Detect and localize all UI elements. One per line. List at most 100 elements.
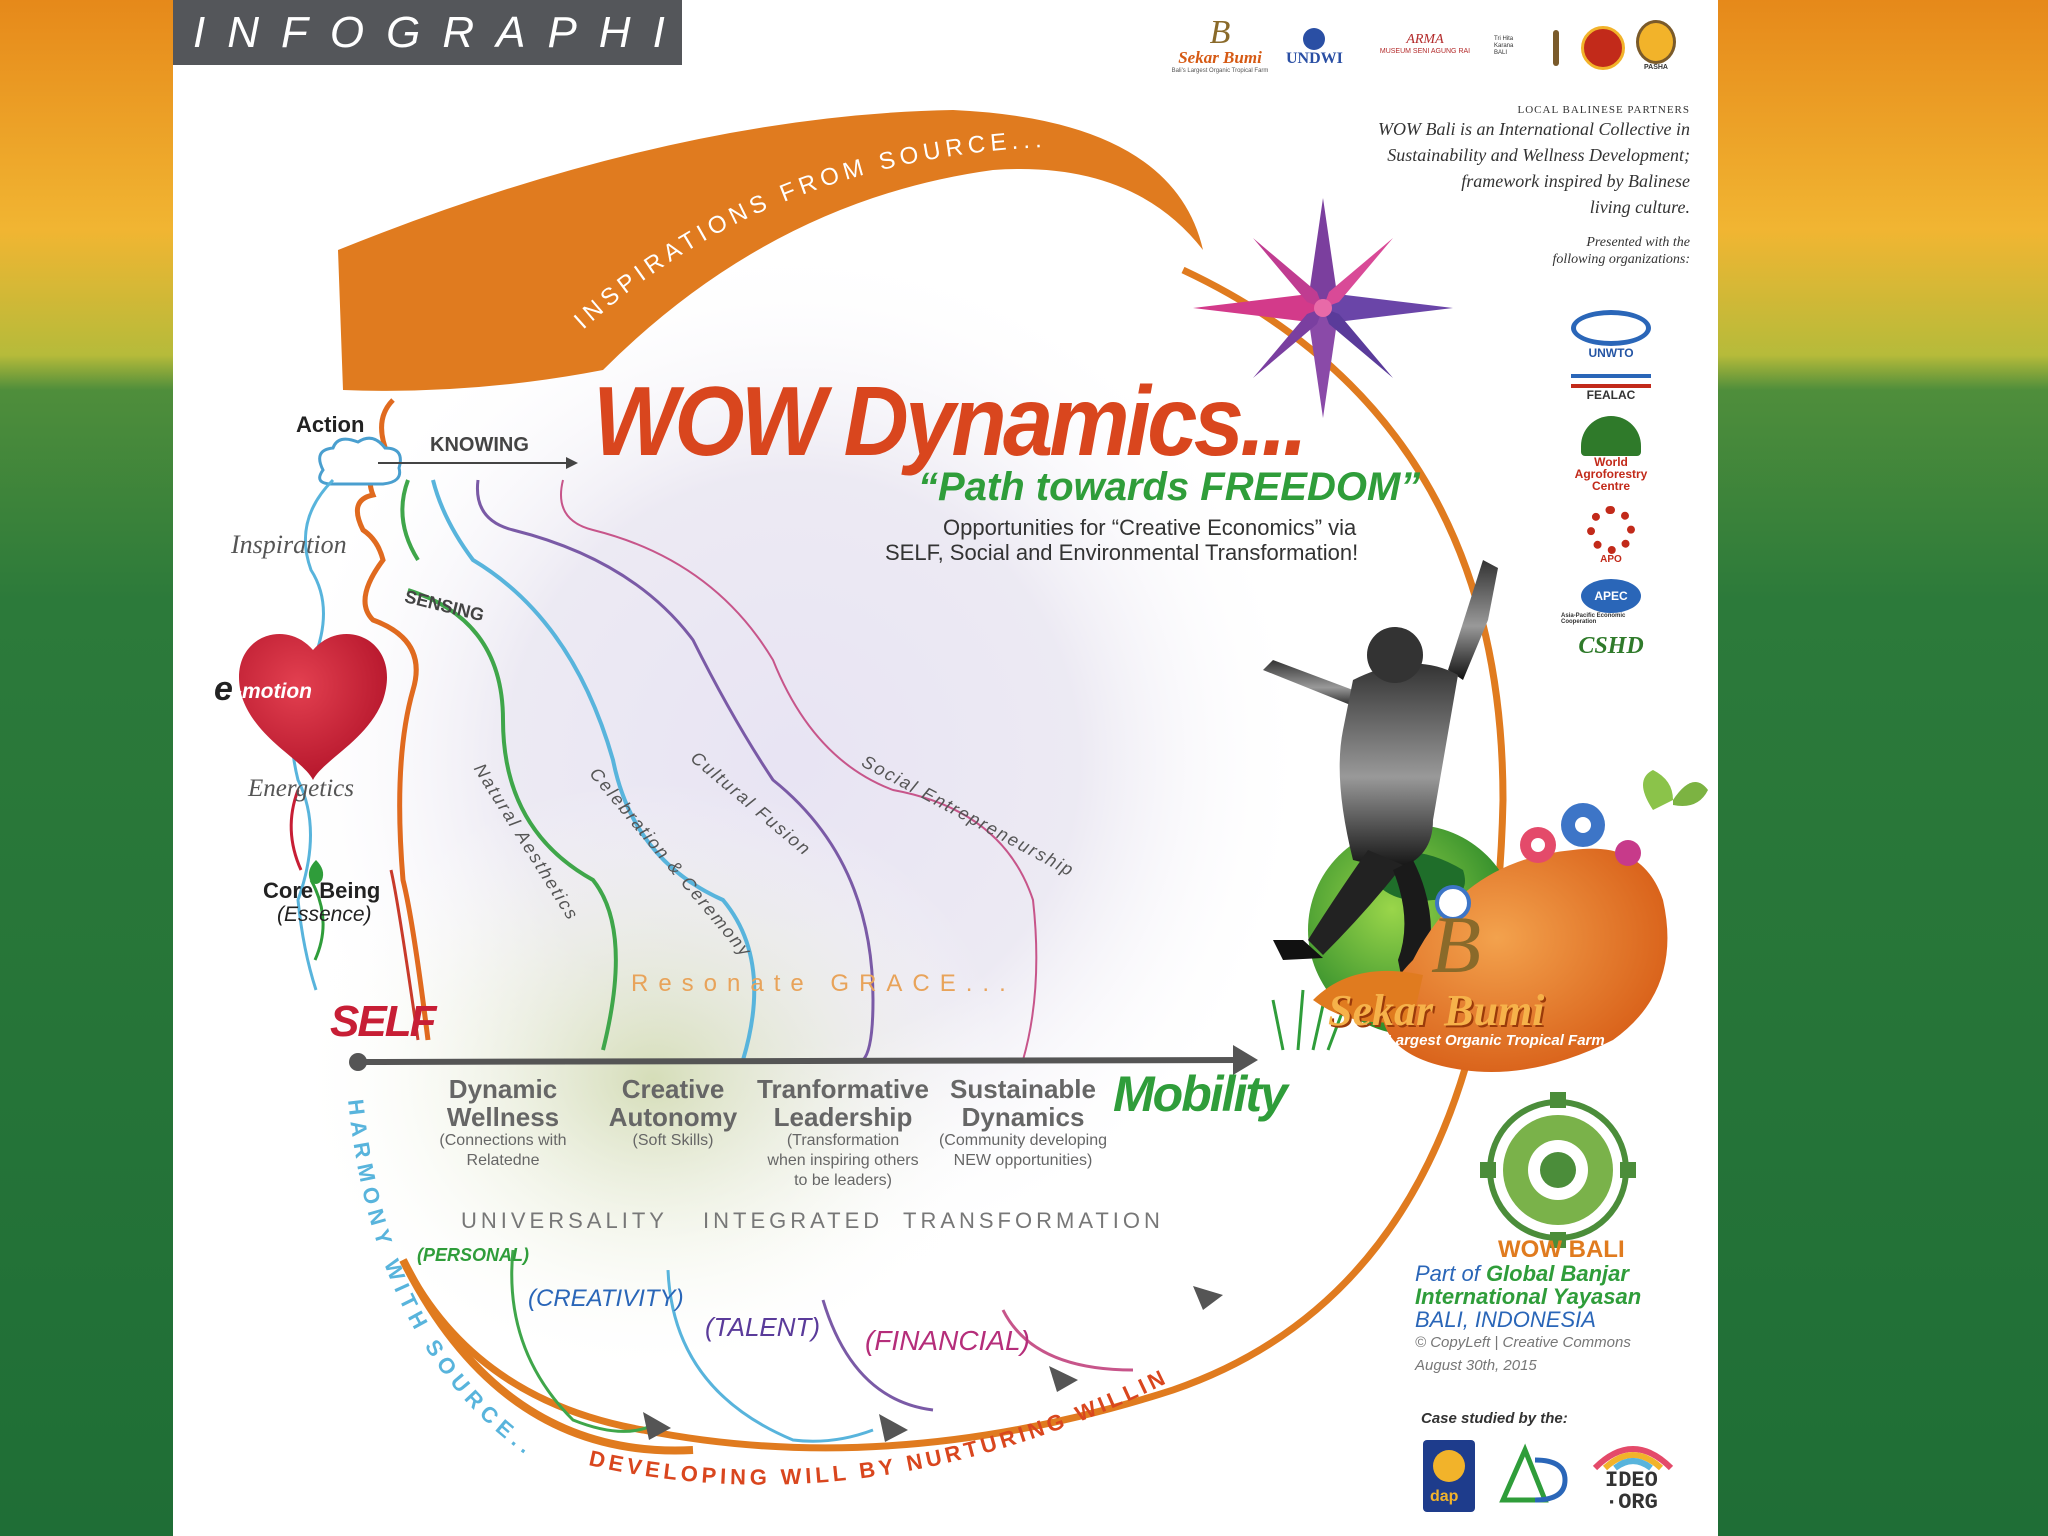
wow-bali-gear-logo	[1480, 1092, 1636, 1248]
partners-line: WOW Bali is an International Collective …	[1378, 119, 1690, 139]
tri-hita-karana-label: Tri Hita Karana BALI	[1494, 36, 1514, 56]
dap-label: dap	[1430, 1488, 1459, 1505]
agroforestry-label: Agroforestry	[1574, 467, 1648, 481]
location-label: BALI, INDONESIA	[1415, 1307, 1596, 1332]
arma-label: ARMA	[1406, 32, 1444, 47]
ideo-text: IDEO	[1605, 1468, 1658, 1493]
centre-label: Centre	[1591, 479, 1630, 493]
core-being-label: Core Being	[263, 878, 381, 903]
arma-sub: MUSEUM SENI AGUNG RAI	[1379, 48, 1471, 55]
mobility-label: Mobility	[1113, 1066, 1288, 1122]
subtitle: “Path towards FREEDOM”	[918, 465, 1421, 509]
apo-logo: APO	[1561, 506, 1661, 565]
curve-celebration	[431, 479, 757, 1061]
international-yayasan-label: International Yayasan	[1415, 1284, 1642, 1309]
red-thread	[289, 789, 303, 871]
sekar-partner-sub: Bali's Largest Organic Tropical Farm	[1171, 68, 1269, 74]
grass-icon	[1271, 989, 1345, 1051]
self-mobility-axis	[357, 1057, 1244, 1065]
curve-cultural-fusion	[475, 479, 875, 1062]
case-studied-label: Case studied by the:	[1421, 1410, 1568, 1427]
partner-logos: B Sekar Bumi Bali's Largest Organic Trop…	[1161, 8, 1691, 100]
category-transformation: TRANSFORMATION	[903, 1208, 1164, 1233]
world-agroforestry-logo: World Agroforestry Centre	[1561, 416, 1661, 492]
driver-curve-talent	[821, 1299, 934, 1412]
partners-line: living culture.	[1589, 197, 1690, 217]
pasha-label: PASHA	[1644, 64, 1668, 71]
ideo-label: IDEO ·ORG	[1605, 1470, 1658, 1514]
green-thread	[309, 879, 325, 961]
apec-logo: APEC Asia-Pacific Economic Cooperation	[1561, 579, 1661, 625]
description-line-1: Opportunities for “Creative Economics” v…	[943, 515, 1357, 540]
butterfly-icon	[1643, 770, 1708, 810]
driver-curve-financial	[1001, 1309, 1134, 1372]
orbit-bottom-left	[399, 1258, 694, 1455]
infographic-banner: INFOGRAPHIC	[173, 0, 719, 65]
sekar-bumi-tagline: Bali's Largest Organic Tropical Farm	[1343, 1032, 1605, 1049]
category-universality: UNIVERSALITY	[461, 1208, 668, 1233]
org-text: ·ORG	[1605, 1490, 1658, 1515]
column-sub: (Connections with	[439, 1132, 567, 1149]
copyleft-label: © CopyLeft | Creative Commons	[1415, 1334, 1631, 1351]
organizations-column: UNWTO FEALAC World Agroforestry Centre A…	[1561, 310, 1661, 674]
sekar-blob-tail	[1313, 970, 1423, 1023]
tri-hita-karana-icon	[1536, 30, 1576, 70]
fealac-logo: FEALAC	[1561, 374, 1661, 402]
column-title: Autonomy	[608, 1102, 738, 1132]
undwi-label: UNDWI	[1286, 50, 1343, 67]
apec-sub: Asia-Pacific Economic Cooperation	[1561, 613, 1626, 625]
column-sub: (Soft Skills)	[632, 1132, 714, 1149]
wow-bali-info: Part of Global Banjar International Yaya…	[1415, 1262, 1641, 1377]
column-sub: Relatedne	[466, 1152, 540, 1169]
sekar-partner-name: Sekar Bumi	[1178, 48, 1262, 67]
diagram-canvas: INSPIRATIONS FROM SOURCE...	[173, 0, 1708, 1512]
date-label: August 30th, 2015	[1415, 1357, 1537, 1374]
sekar-bumi-partner-logo: B Sekar Bumi Bali's Largest Organic Trop…	[1161, 16, 1279, 75]
column-dynamic-wellness: Dynamic Wellness (Connections with Relat…	[403, 1075, 603, 1171]
category-integrated: INTEGRATED	[703, 1208, 884, 1233]
driver-curve-creativity	[666, 1269, 874, 1443]
main-title: WOW Dynamics...	[593, 366, 1308, 476]
inspiration-label: Inspiration	[231, 530, 347, 559]
column-title: Creative	[621, 1074, 725, 1104]
emotion-e-label: e	[214, 670, 233, 708]
emotion-label: -motion	[235, 680, 312, 703]
presented-line: Presented with the	[1586, 235, 1690, 250]
apo-label: APO	[1600, 554, 1622, 565]
column-title: Dynamic	[448, 1074, 558, 1104]
driver-curve-personal	[510, 1249, 654, 1433]
banner-label: INFOGRAPHIC	[193, 7, 741, 57]
driver-arrowheads	[643, 1286, 1223, 1442]
part-of-label: Part of	[1415, 1261, 1480, 1286]
presented-line: following organizations:	[1552, 252, 1690, 267]
column-title: Wellness	[446, 1102, 560, 1132]
knowing-arrowhead	[566, 457, 578, 469]
undwi-logo: UNDWI	[1286, 28, 1343, 68]
apec-label: APEC	[1581, 579, 1641, 613]
arma-logo: ARMA MUSEUM SENI AGUNG RAI	[1361, 32, 1489, 55]
column-title: Tranformative	[757, 1074, 929, 1104]
partners-text: LOCAL BALINESE PARTNERS WOW Bali is an I…	[1360, 104, 1690, 268]
driver-creativity: (CREATIVITY)	[528, 1285, 684, 1312]
sekar-logo-letter: B	[1431, 899, 1482, 990]
curve-social-entrepreneurship	[560, 479, 1038, 1061]
aeb-logo	[1499, 1443, 1568, 1503]
axis-arrowhead	[1233, 1045, 1258, 1075]
driver-financial: (FINANCIAL)	[865, 1325, 1030, 1356]
dap-logo	[1423, 1440, 1475, 1512]
column-transformative-leadership: Tranformative Leadership (Transformation…	[703, 1075, 983, 1191]
orange-orbit	[399, 266, 1507, 1452]
driver-talent: (TALENT)	[705, 1312, 821, 1342]
global-banjar-label: Global Banjar	[1485, 1261, 1629, 1286]
energetics-label: Energetics	[248, 775, 354, 802]
column-sub: (Community developing	[938, 1132, 1108, 1149]
wow-bali-name: WOW BALI	[1498, 1236, 1625, 1263]
red-seal-icon	[1581, 26, 1625, 70]
action-label: Action	[296, 412, 365, 437]
thought-cloud-icon	[318, 436, 402, 486]
column-sub: (Transformation	[786, 1132, 900, 1149]
drop-icon	[308, 860, 324, 884]
infographic-panel: INFOGRAPHIC	[173, 0, 1718, 1536]
column-creative-autonomy: Creative Autonomy (Soft Skills)	[573, 1075, 773, 1151]
knowing-label: KNOWING	[430, 434, 529, 456]
